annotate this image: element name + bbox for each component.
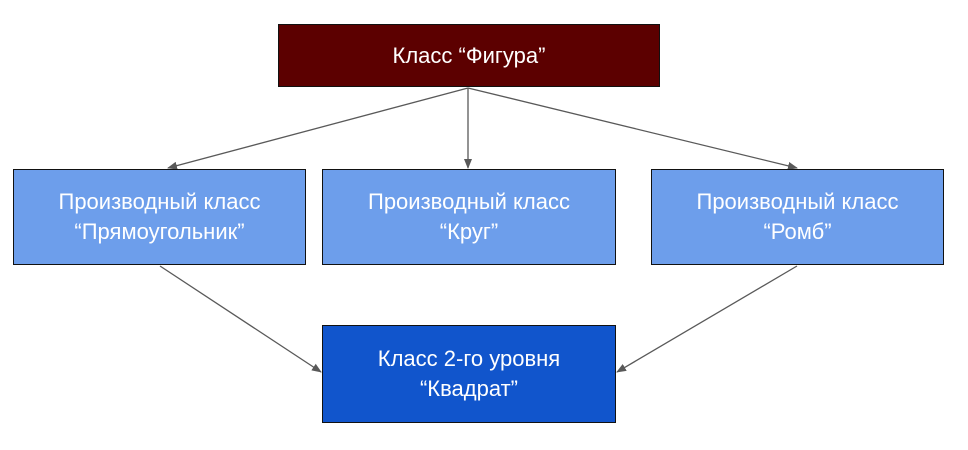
second-level-class-line1: Класс 2-го уровня xyxy=(377,346,561,371)
second-level-class-square-box: Класс 2-го уровня “Квадрат” xyxy=(322,325,616,423)
arrow-base-to-rectangle xyxy=(167,87,469,170)
derived-class-circle-line2: “Круг” xyxy=(439,219,499,244)
derived-class-rectangle-line1: Производный класс xyxy=(58,189,261,214)
arrow-rectangle-to-square xyxy=(159,265,322,373)
arrow-rhombus-to-square xyxy=(616,265,798,373)
arrow-base-to-rhombus xyxy=(467,87,798,170)
derived-class-rectangle-box: Производный класс “Прямоугольник” xyxy=(13,169,306,265)
second-level-class-line2: “Квадрат” xyxy=(419,376,519,401)
derived-class-rhombus-line1: Производный класс xyxy=(696,189,899,214)
derived-class-circle-box: Производный класс “Круг” xyxy=(322,169,616,265)
base-class-box: Класс “Фигура” xyxy=(278,24,660,87)
base-class-label: Класс “Фигура” xyxy=(392,42,546,68)
derived-class-rectangle-line2: “Прямоугольник” xyxy=(74,219,245,244)
derived-class-circle-line1: Производный класс xyxy=(368,189,570,214)
derived-class-rhombus-box: Производный класс “Ромб” xyxy=(651,169,944,265)
derived-class-rhombus-line2: “Ромб” xyxy=(763,219,832,244)
